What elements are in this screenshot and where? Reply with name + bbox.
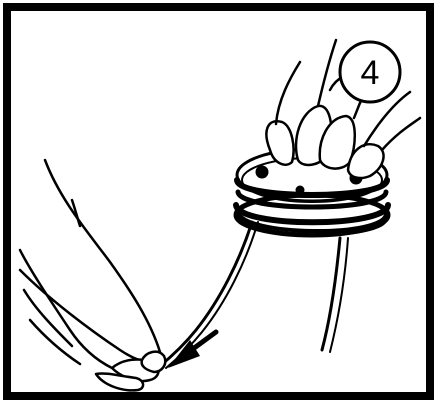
step-callout: 4 xyxy=(340,42,400,102)
step-number: 4 xyxy=(361,54,380,92)
